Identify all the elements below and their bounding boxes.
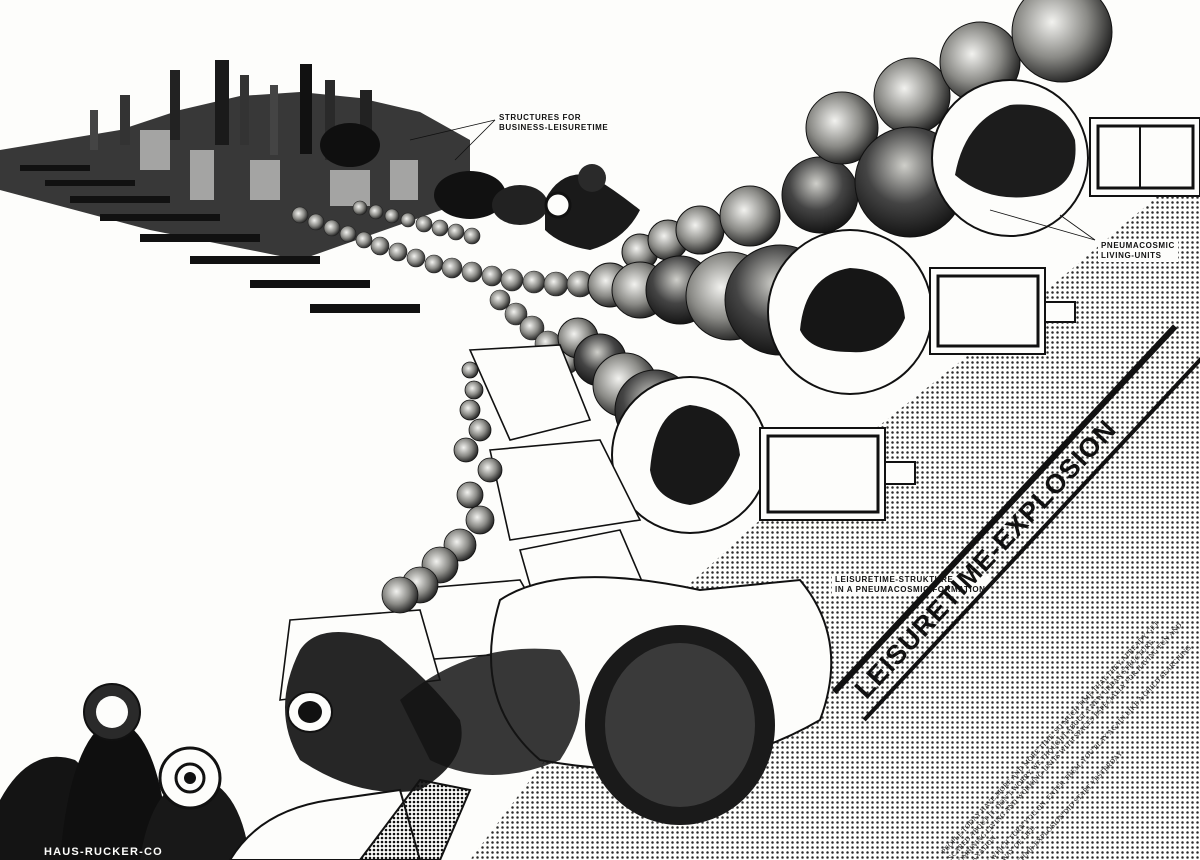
- living-unit-bubble-icon: [611, 79, 1200, 534]
- label-living-line-1: PNEUMACOSMIC: [1101, 241, 1175, 250]
- label-living-line-2: LIVING-UNITS: [1101, 251, 1162, 260]
- label-business-line-2: BUSINESS-LEISURETIME: [499, 123, 609, 132]
- astronaut-figures-icon: [0, 164, 640, 860]
- sphere-column-icon: [381, 361, 503, 614]
- label-business-line-1: STRUCTURES FOR: [499, 113, 582, 122]
- label-leisuretime-structure: LEISURETIME-STRUKTURE IN A PNEUMACOSMIC …: [832, 574, 989, 596]
- label-business-leisuretime: STRUCTURES FOR BUSINESS-LEISURETIME: [496, 112, 612, 134]
- head-bubble-icon: [285, 576, 833, 825]
- label-structure-line-1: LEISURETIME-STRUKTURE: [835, 575, 954, 584]
- tube-icon: [228, 778, 472, 860]
- credit-haus-rucker-co: HAUS-RUCKER-CO: [44, 846, 163, 858]
- label-structure-line-2: IN A PNEUMACOSMIC FORMATION: [835, 585, 986, 594]
- leader-lines: [409, 119, 1096, 241]
- city-skyline-icon: [0, 60, 548, 313]
- label-pneumacosmic-living-units: PNEUMACOSMIC LIVING-UNITS: [1098, 240, 1178, 262]
